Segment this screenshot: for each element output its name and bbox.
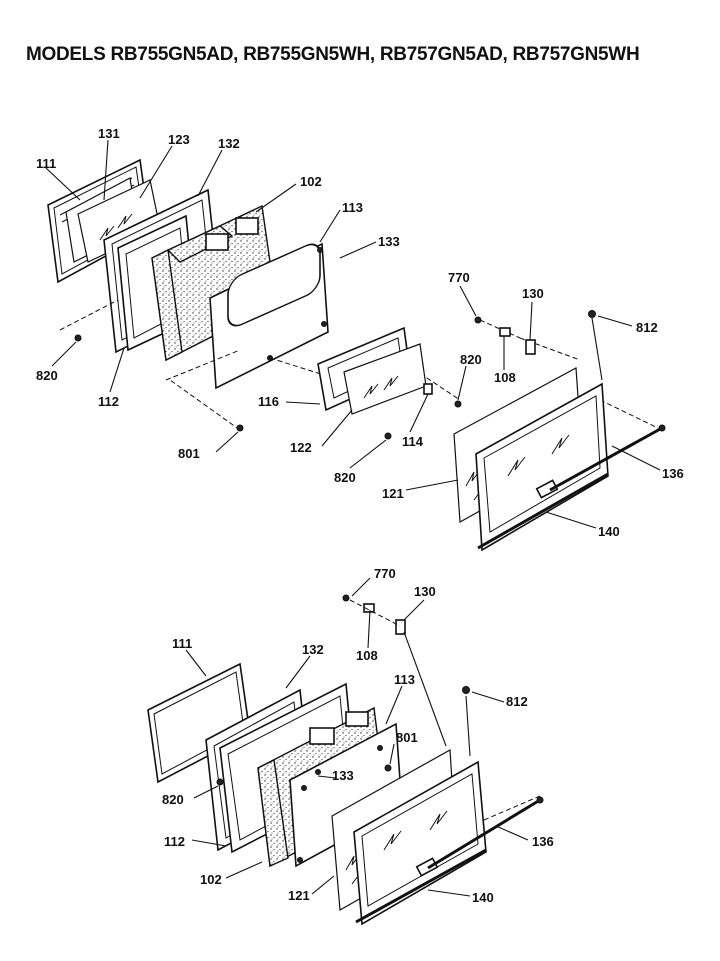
- label-111: 111: [172, 636, 192, 651]
- screw-820-c: [384, 432, 392, 440]
- label-133: 133: [378, 234, 400, 249]
- bottom-part-labels: 770 130 108 111 132 113 812 801 820 133 …: [162, 566, 554, 905]
- screw-820: [216, 778, 224, 786]
- top-door-assembly: 111 131 123 132 102 113 133 770 130 812 …: [36, 126, 684, 552]
- part-108-bushing: [499, 327, 511, 337]
- label-114: 114: [402, 434, 424, 449]
- label-801: 801: [178, 446, 200, 461]
- label-122: 122: [290, 440, 312, 455]
- label-136: 136: [662, 466, 684, 481]
- label-820-c: 820: [334, 470, 356, 485]
- label-108: 108: [356, 648, 378, 663]
- part-108-bushing: [363, 603, 375, 613]
- part-130-bracket: [525, 339, 536, 355]
- label-130: 130: [522, 286, 544, 301]
- screw-820-a: [74, 334, 82, 342]
- part-140-door-frame: [353, 760, 487, 926]
- label-121: 121: [288, 888, 310, 903]
- label-140: 140: [472, 890, 494, 905]
- label-132: 132: [218, 136, 240, 151]
- label-112: 112: [164, 834, 185, 849]
- label-102: 102: [300, 174, 322, 189]
- label-820-b: 820: [460, 352, 482, 367]
- label-116: 116: [258, 394, 279, 409]
- label-136: 136: [532, 834, 554, 849]
- label-820-a: 820: [36, 368, 58, 383]
- label-123: 123: [168, 132, 190, 147]
- label-102: 102: [200, 872, 222, 887]
- top-leader-lines: [45, 139, 661, 529]
- part-130-bracket: [395, 619, 406, 635]
- screw-812: [588, 310, 596, 318]
- label-140: 140: [598, 524, 620, 539]
- label-121: 121: [382, 486, 404, 501]
- label-108: 108: [494, 370, 516, 385]
- part-136-handle: [427, 796, 544, 870]
- page-title: MODELS RB755GN5AD, RB755GN5WH, RB757GN5A…: [26, 44, 640, 65]
- bottom-leader-lines: [185, 577, 529, 897]
- label-801: 801: [396, 730, 418, 745]
- part-136-handle: [549, 424, 666, 492]
- part-140-door-frame: [475, 382, 609, 552]
- screw-820-b: [454, 400, 462, 408]
- label-770: 770: [374, 566, 396, 581]
- screw-770: [474, 316, 482, 324]
- label-113: 113: [342, 200, 363, 215]
- label-812: 812: [506, 694, 528, 709]
- label-113: 113: [394, 672, 415, 687]
- label-130: 130: [414, 584, 436, 599]
- screw-801: [384, 764, 392, 772]
- label-133: 133: [332, 768, 354, 783]
- label-132: 132: [302, 642, 324, 657]
- screw-812: [462, 686, 470, 694]
- label-812: 812: [636, 320, 658, 335]
- label-111: 111: [36, 156, 56, 171]
- label-770: 770: [448, 270, 470, 285]
- label-131: 131: [98, 126, 120, 141]
- bottom-door-assembly: 770 130 108 111 132 113 812 801 820 133 …: [147, 566, 554, 926]
- screw-801: [236, 424, 244, 432]
- part-114-clip: [423, 383, 433, 395]
- top-part-labels: 111 131 123 132 102 113 133 770 130 812 …: [36, 126, 684, 539]
- label-820: 820: [162, 792, 184, 807]
- label-112: 112: [98, 394, 119, 409]
- screw-770: [342, 594, 350, 602]
